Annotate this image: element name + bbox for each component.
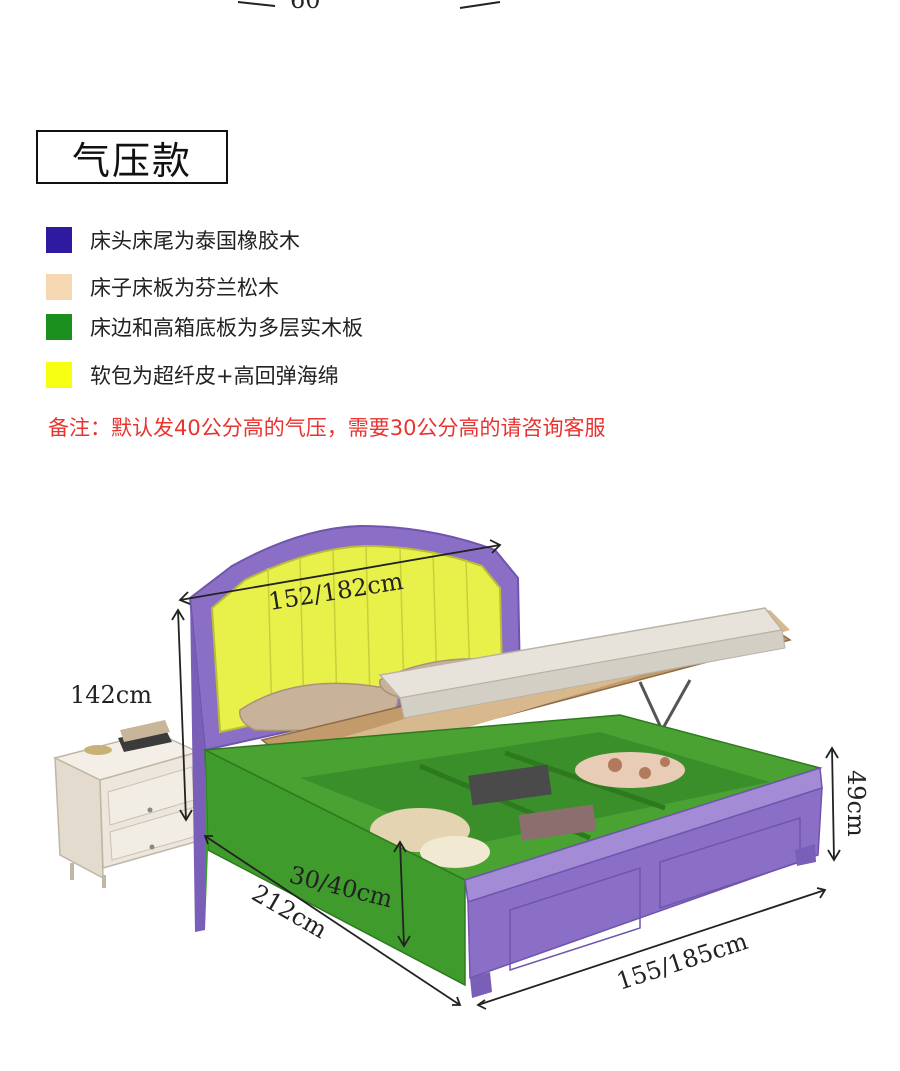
top-dimension-arrows (237, 1, 501, 9)
dimension-lines (171, 539, 841, 1010)
top-dimension-text: 60 (290, 0, 321, 14)
footboard (464, 767, 823, 998)
bed-storage-box (202, 714, 823, 987)
dimension-height-total: 142cm (70, 681, 152, 709)
legend-item-bed-board: 床子床板为芬兰松木 (46, 272, 279, 302)
legend-swatch-yellow (46, 362, 72, 388)
legend-item-headboard: 床头床尾为泰国橡胶木 (46, 225, 300, 255)
legend-label: 床子床板为芬兰松木 (90, 276, 279, 300)
title-box: 气压款 (36, 130, 228, 184)
legend-label: 软包为超纤皮+高回弹海绵 (90, 364, 339, 388)
legend-item-soft-cushion: 软包为超纤皮+高回弹海绵 (46, 360, 339, 390)
lifted-mattress (260, 607, 792, 801)
legend-swatch-beige (46, 274, 72, 300)
legend-swatch-green (46, 314, 72, 340)
legend-item-side-board: 床边和高箱底板为多层实木板 (46, 312, 363, 342)
legend-swatch-purple (46, 227, 72, 253)
bed-illustration: 152/182cm 142cm 30/40cm 212cm 155/185cm … (52, 524, 870, 1010)
page-title: 气压款 (71, 138, 192, 183)
note-text: 备注：默认发40公分高的气压，需要30公分高的请咨询客服 (48, 416, 606, 440)
legend-label: 床头床尾为泰国橡胶木 (90, 229, 300, 253)
legend-label: 床边和高箱底板为多层实木板 (90, 316, 363, 340)
top-dimension-fragment: 60 (0, 0, 900, 20)
nightstand (52, 720, 203, 888)
dimension-footboard-height: 49cm (842, 770, 870, 837)
